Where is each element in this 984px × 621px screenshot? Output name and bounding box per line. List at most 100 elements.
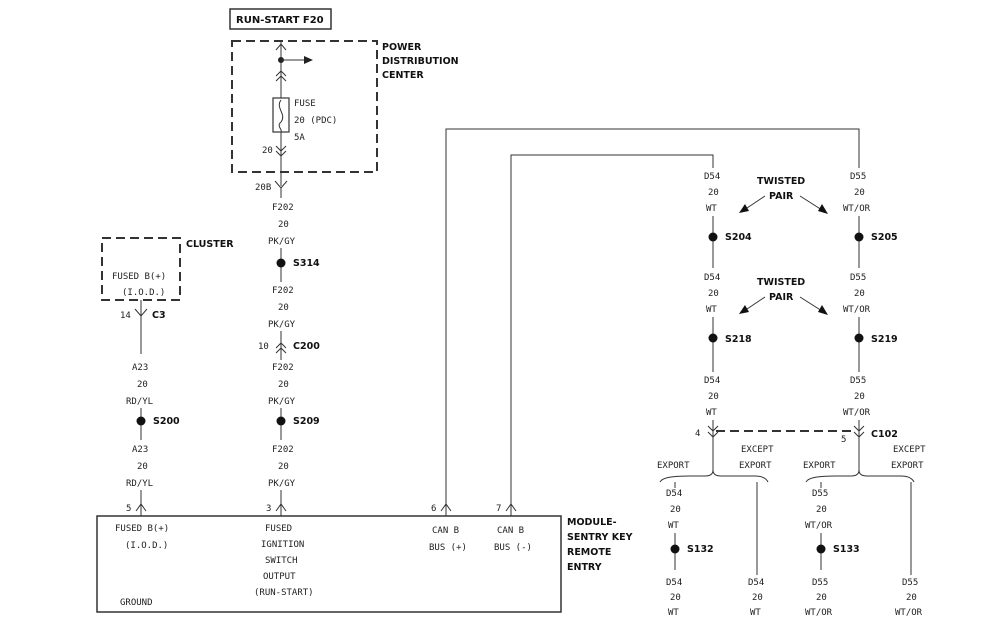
splice-s314-label: S314 [293,258,320,269]
svg-text:RD/YL: RD/YL [126,397,153,407]
svg-text:D55: D55 [812,489,828,499]
svg-text:20: 20 [278,220,289,230]
svg-text:PAIR: PAIR [769,191,794,202]
svg-text:(I.O.D.): (I.O.D.) [125,541,168,551]
splice-s205 [854,232,864,242]
connector-c102-left-icon [707,425,719,438]
svg-text:20: 20 [854,392,865,402]
svg-text:DISTRIBUTION: DISTRIBUTION [382,56,459,67]
splice-s219 [854,333,864,343]
svg-text:D54: D54 [748,578,764,588]
fuse-label: FUSE 20 (PDC) 5A [294,99,337,143]
svg-text:A23: A23 [132,445,148,455]
twisted-pair-label-2: TWISTED PAIR [757,277,805,303]
svg-text:20: 20 [670,593,681,603]
svg-text:POWER: POWER [382,42,422,53]
splice-s209-label: S209 [293,416,320,427]
splice-s204 [708,232,718,242]
svg-text:D55: D55 [850,273,866,283]
splice-s133-label: S133 [833,544,860,555]
wire-label-f202-3: F202 20 PK/GY [268,363,296,407]
wire-label-a23-1: A23 20 RD/YL [126,363,153,407]
svg-text:20: 20 [137,380,148,390]
pin-fork-icon [505,503,517,512]
export-label-left: EXPORT [657,461,690,471]
svg-text:CENTER: CENTER [382,70,424,81]
svg-text:D55: D55 [902,578,918,588]
twisted-pair-label-1: TWISTED PAIR [757,176,805,202]
splice-s218-label: S218 [725,334,752,345]
svg-text:20: 20 [708,188,719,198]
wire-label-d54-4: D54 20 WT [666,489,682,531]
wire-label-d55-4: D55 20 WT/OR [805,489,833,531]
splice-s314 [276,258,286,268]
connector-chevron-icon [275,70,287,82]
svg-text:D55: D55 [850,376,866,386]
arrow-right-icon [304,56,313,64]
svg-text:EXCEPT: EXCEPT [893,445,926,455]
export-bracket-right [805,469,915,483]
module-pin-7: 7 [496,504,501,514]
module-pin-can-neg-label: CAN B BUS (-) [494,526,532,553]
svg-text:PK/GY: PK/GY [268,397,296,407]
svg-text:WT: WT [706,305,717,315]
svg-text:(RUN-START): (RUN-START) [254,588,314,598]
splice-s200 [136,416,146,426]
wire-label-d55-3: D55 20 WT/OR [843,376,871,418]
svg-text:20: 20 [708,289,719,299]
export-bracket-left [659,469,769,483]
connector-c200-label: C200 [293,341,320,352]
module-label: MODULE- SENTRY KEY REMOTE ENTRY [567,517,633,573]
wire-label-d55-1: D55 20 WT/OR [843,172,871,214]
svg-text:A23: A23 [132,363,148,373]
module-ground-label: GROUND [120,598,153,608]
svg-text:IGNITION: IGNITION [261,540,304,550]
svg-text:WT/OR: WT/OR [843,408,871,418]
wire-label-d54-6: D54 20 WT [748,578,764,618]
pin-fork-icon [440,503,452,512]
svg-text:FUSED B(+): FUSED B(+) [112,272,166,282]
svg-text:5A: 5A [294,133,305,143]
svg-text:MODULE-: MODULE- [567,517,617,528]
svg-text:PK/GY: PK/GY [268,479,296,489]
can-neg-wire [510,154,714,516]
module-pin-ign-label: FUSED IGNITION SWITCH OUTPUT (RUN-START) [254,524,314,598]
module-pin-5: 5 [126,504,131,514]
module-pin-can-pos-label: CAN B BUS (+) [429,526,467,553]
svg-text:TWISTED: TWISTED [757,277,805,288]
svg-text:20: 20 [278,380,289,390]
arrow-left-icon [739,204,749,213]
wire-label-f202-1: F202 20 PK/GY [268,203,296,247]
svg-text:20: 20 [708,392,719,402]
svg-text:BUS (-): BUS (-) [494,543,532,553]
export-label-right: EXPORT [803,461,836,471]
wire-label-d54-1: D54 20 WT [704,172,720,214]
svg-text:WT: WT [706,204,717,214]
fuse-pin-top: 20 [262,146,273,156]
c102-pin-left: 4 [695,429,700,439]
svg-text:EXPORT: EXPORT [739,461,772,471]
svg-text:D54: D54 [666,489,682,499]
svg-text:SWITCH: SWITCH [265,556,298,566]
svg-text:20: 20 [752,593,763,603]
splice-s200-label: S200 [153,416,180,427]
svg-text:WT: WT [668,608,679,618]
svg-text:OUTPUT: OUTPUT [263,572,296,582]
svg-text:WT/OR: WT/OR [805,608,833,618]
except-export-label-right: EXCEPT EXPORT [891,445,926,471]
module-box [96,515,562,613]
pdc-label: POWER DISTRIBUTION CENTER [382,42,459,81]
pin-fork-icon [275,503,287,512]
svg-text:CAN B: CAN B [497,526,524,536]
wire-label-d54-3: D54 20 WT [704,376,720,418]
connector-c200-icon [275,342,287,354]
fuse-element-icon [278,99,284,133]
fuse-title-box [229,8,332,30]
module-pin-fused-b-label: FUSED B(+) (I.O.D.) [115,524,169,551]
svg-text:WT/OR: WT/OR [843,305,871,315]
fuse-title: RUN-START F20 [236,15,324,26]
cluster-pin: 14 [120,311,131,321]
svg-text:20: 20 [816,593,827,603]
arrow-right-icon [818,305,828,315]
splice-s132-label: S132 [687,544,714,555]
